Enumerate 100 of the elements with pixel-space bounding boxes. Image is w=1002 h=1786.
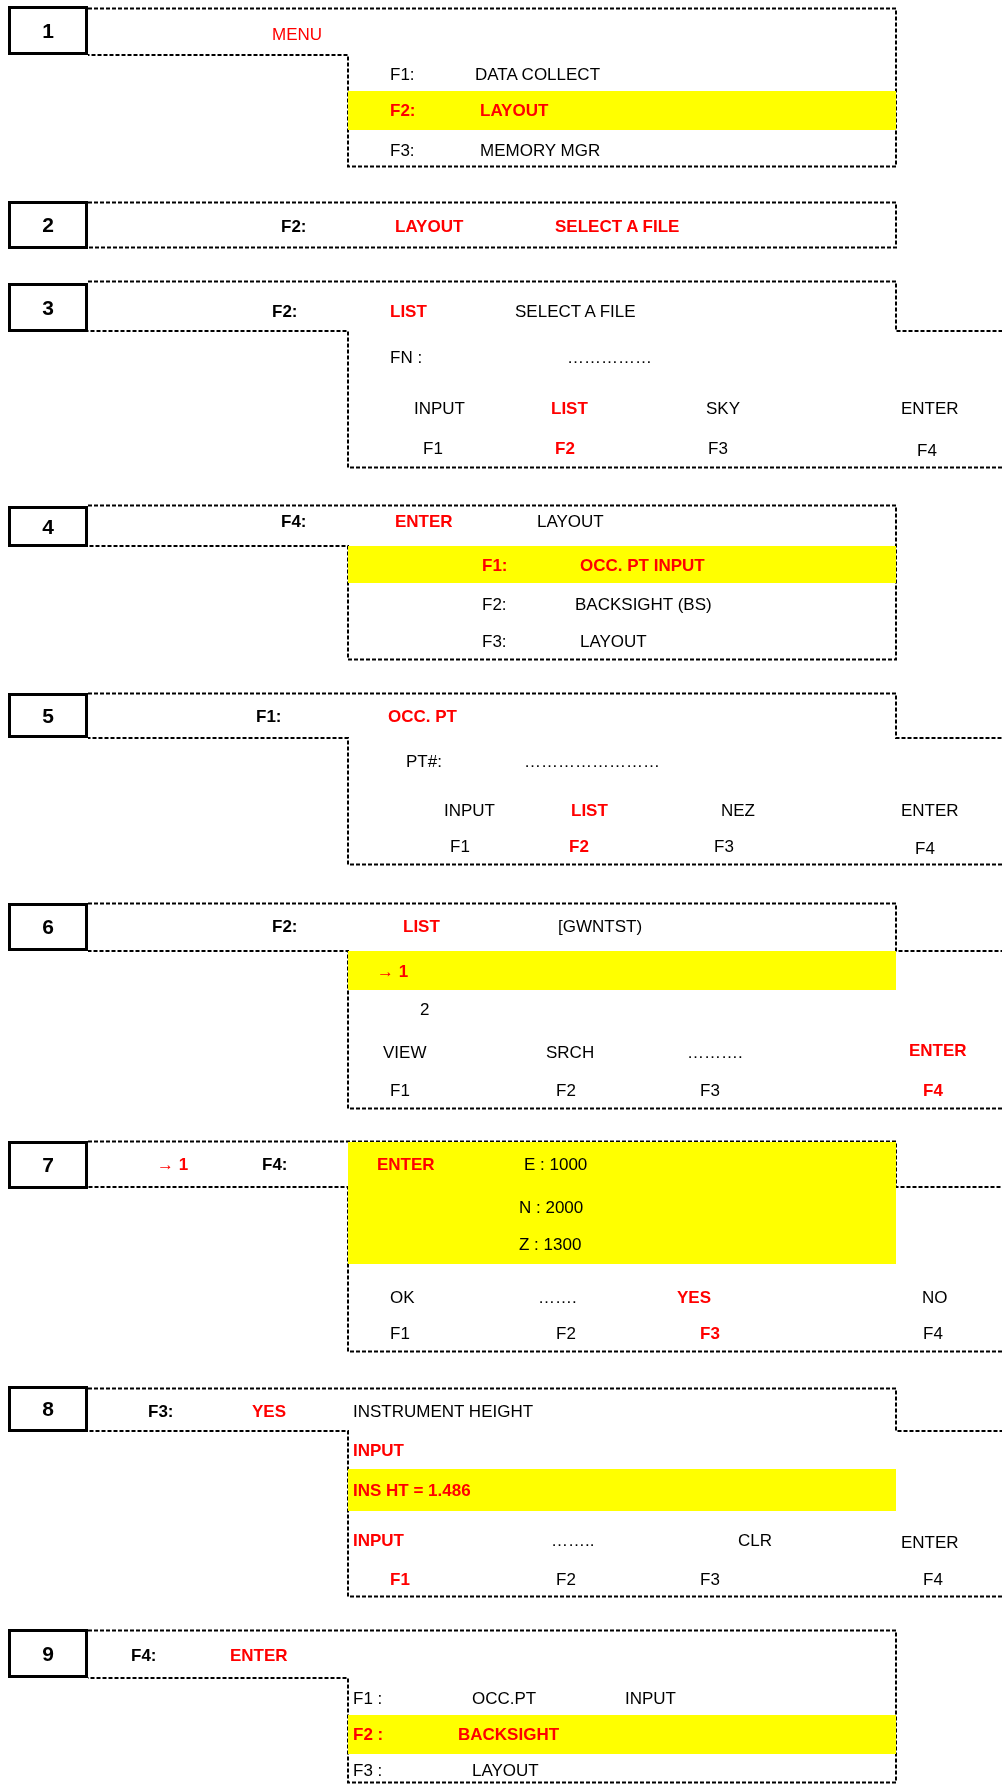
screen-text: MEMORY MGR — [480, 141, 601, 161]
screen-panel — [88, 1141, 1002, 1352]
step-number-box: 4 — [8, 506, 88, 547]
screen-text: SELECT A FILE — [555, 217, 680, 237]
screen-text: F3: — [148, 1402, 174, 1422]
screen-text: OCC. PT — [388, 707, 457, 727]
screen-text: F4: — [131, 1646, 157, 1666]
step-number-box: 8 — [8, 1386, 88, 1432]
screen-text: 2 — [420, 1000, 430, 1020]
screen-text: F2: — [272, 917, 298, 937]
screen-text: LIST — [551, 399, 588, 419]
screen-text: YES — [252, 1402, 287, 1422]
screen-text: OCC. PT INPUT — [580, 556, 705, 576]
screen-text: LAYOUT — [537, 512, 604, 532]
screen-text: F1: — [390, 65, 415, 85]
screen-text: INPUT — [353, 1441, 404, 1461]
screen-text: NEZ — [721, 801, 755, 821]
step-number-box: 7 — [8, 1141, 88, 1189]
screen-text: F2 — [556, 1324, 576, 1344]
screen-text: → 1 — [157, 1155, 189, 1175]
screen-panel — [88, 903, 1002, 1109]
screen-text: …….. — [551, 1531, 595, 1551]
step-number-box: 3 — [8, 283, 88, 332]
highlighted-row — [348, 1142, 896, 1264]
highlighted-row — [348, 91, 896, 130]
step-number-box: 6 — [8, 903, 88, 951]
screen-text: F2 : — [353, 1725, 384, 1745]
screen-text: F2: — [281, 217, 307, 237]
screen-text: F3 — [708, 439, 728, 459]
screen-text: F2: — [272, 302, 298, 322]
screen-text: CLR — [738, 1531, 772, 1551]
screen-text: ………. — [687, 1043, 743, 1063]
screen-text: SELECT A FILE — [515, 302, 636, 322]
screen-text: [GWNTST) — [558, 917, 643, 937]
screen-text: F4 — [923, 1324, 943, 1344]
screen-text: DATA COLLECT — [475, 65, 600, 85]
screen-text: F3 — [700, 1324, 720, 1344]
screen-text: F3: — [482, 632, 507, 652]
screen-text: F3 — [700, 1081, 720, 1101]
screen-text: F4 — [923, 1081, 943, 1101]
screen-text: F4 — [923, 1570, 943, 1590]
screen-text: INPUT — [414, 399, 465, 419]
screen-text: ENTER — [377, 1155, 435, 1175]
screen-text: INSTRUMENT HEIGHT — [353, 1402, 534, 1422]
screen-text: LAYOUT — [580, 632, 647, 652]
screen-panel — [88, 202, 897, 248]
screen-text: LIST — [390, 302, 427, 322]
screen-text: F2: — [390, 101, 416, 121]
highlighted-row — [348, 546, 896, 583]
screen-text: E : 1000 — [524, 1155, 588, 1175]
screen-text: Z : 1300 — [519, 1235, 582, 1255]
screen-text: ENTER — [395, 512, 453, 532]
screen-text: F3 — [700, 1570, 720, 1590]
screen-text: NO — [922, 1288, 948, 1308]
screen-text: LAYOUT — [395, 217, 464, 237]
screen-text: F1 — [390, 1324, 410, 1344]
screen-panel — [88, 505, 897, 660]
step-number-box: 1 — [8, 6, 88, 55]
screen-text: F1: — [482, 556, 508, 576]
screen-text: F3: — [390, 141, 415, 161]
screen-text: F1 — [390, 1570, 410, 1590]
screen-panel — [88, 8, 897, 167]
screen-text: ENTER — [901, 399, 959, 419]
screen-text: F4: — [262, 1155, 288, 1175]
step-number-box: 2 — [8, 201, 88, 249]
screen-text: ENTER — [901, 1533, 959, 1553]
screen-text: F1 — [423, 439, 443, 459]
screen-text: F1: — [256, 707, 282, 727]
screen-text: BACKSIGHT — [458, 1725, 560, 1745]
screen-panel — [88, 281, 1002, 468]
step-number-box: 5 — [8, 693, 88, 738]
screen-text: F2 — [556, 1570, 576, 1590]
screen-text: LAYOUT — [472, 1761, 539, 1781]
step-number-box: 9 — [8, 1629, 88, 1678]
screen-text: VIEW — [383, 1043, 427, 1063]
screen-text: INPUT — [444, 801, 495, 821]
screen-text: LAYOUT — [480, 101, 549, 121]
screen-text: N : 2000 — [519, 1198, 584, 1218]
screen-text: ENTER — [909, 1041, 967, 1061]
screen-text: ENTER — [230, 1646, 288, 1666]
screen-text: F1 : — [353, 1689, 383, 1709]
screen-text: …………… — [567, 348, 652, 368]
screen-text: INPUT — [353, 1531, 404, 1551]
screen-text: F2 — [569, 837, 589, 857]
screen-text: SKY — [706, 399, 741, 419]
screen-text: F1 — [390, 1081, 410, 1101]
screen-text: MENU — [272, 25, 323, 45]
screen-text: SRCH — [546, 1043, 595, 1063]
screen-text: YES — [677, 1288, 712, 1308]
screen-text: F2 — [556, 1081, 576, 1101]
screen-text: F2 — [555, 439, 575, 459]
screen-panel — [88, 1388, 1002, 1597]
highlighted-row — [348, 951, 896, 990]
screen-text: INPUT — [625, 1689, 676, 1709]
screen-text: PT#: — [406, 752, 442, 772]
screen-text: …………………… — [524, 752, 660, 772]
screen-text: INS HT = 1.486 — [353, 1481, 471, 1501]
screen-text: OCC.PT — [472, 1689, 537, 1709]
screen-panel — [88, 1630, 897, 1783]
screen-text: ……. — [538, 1288, 577, 1308]
